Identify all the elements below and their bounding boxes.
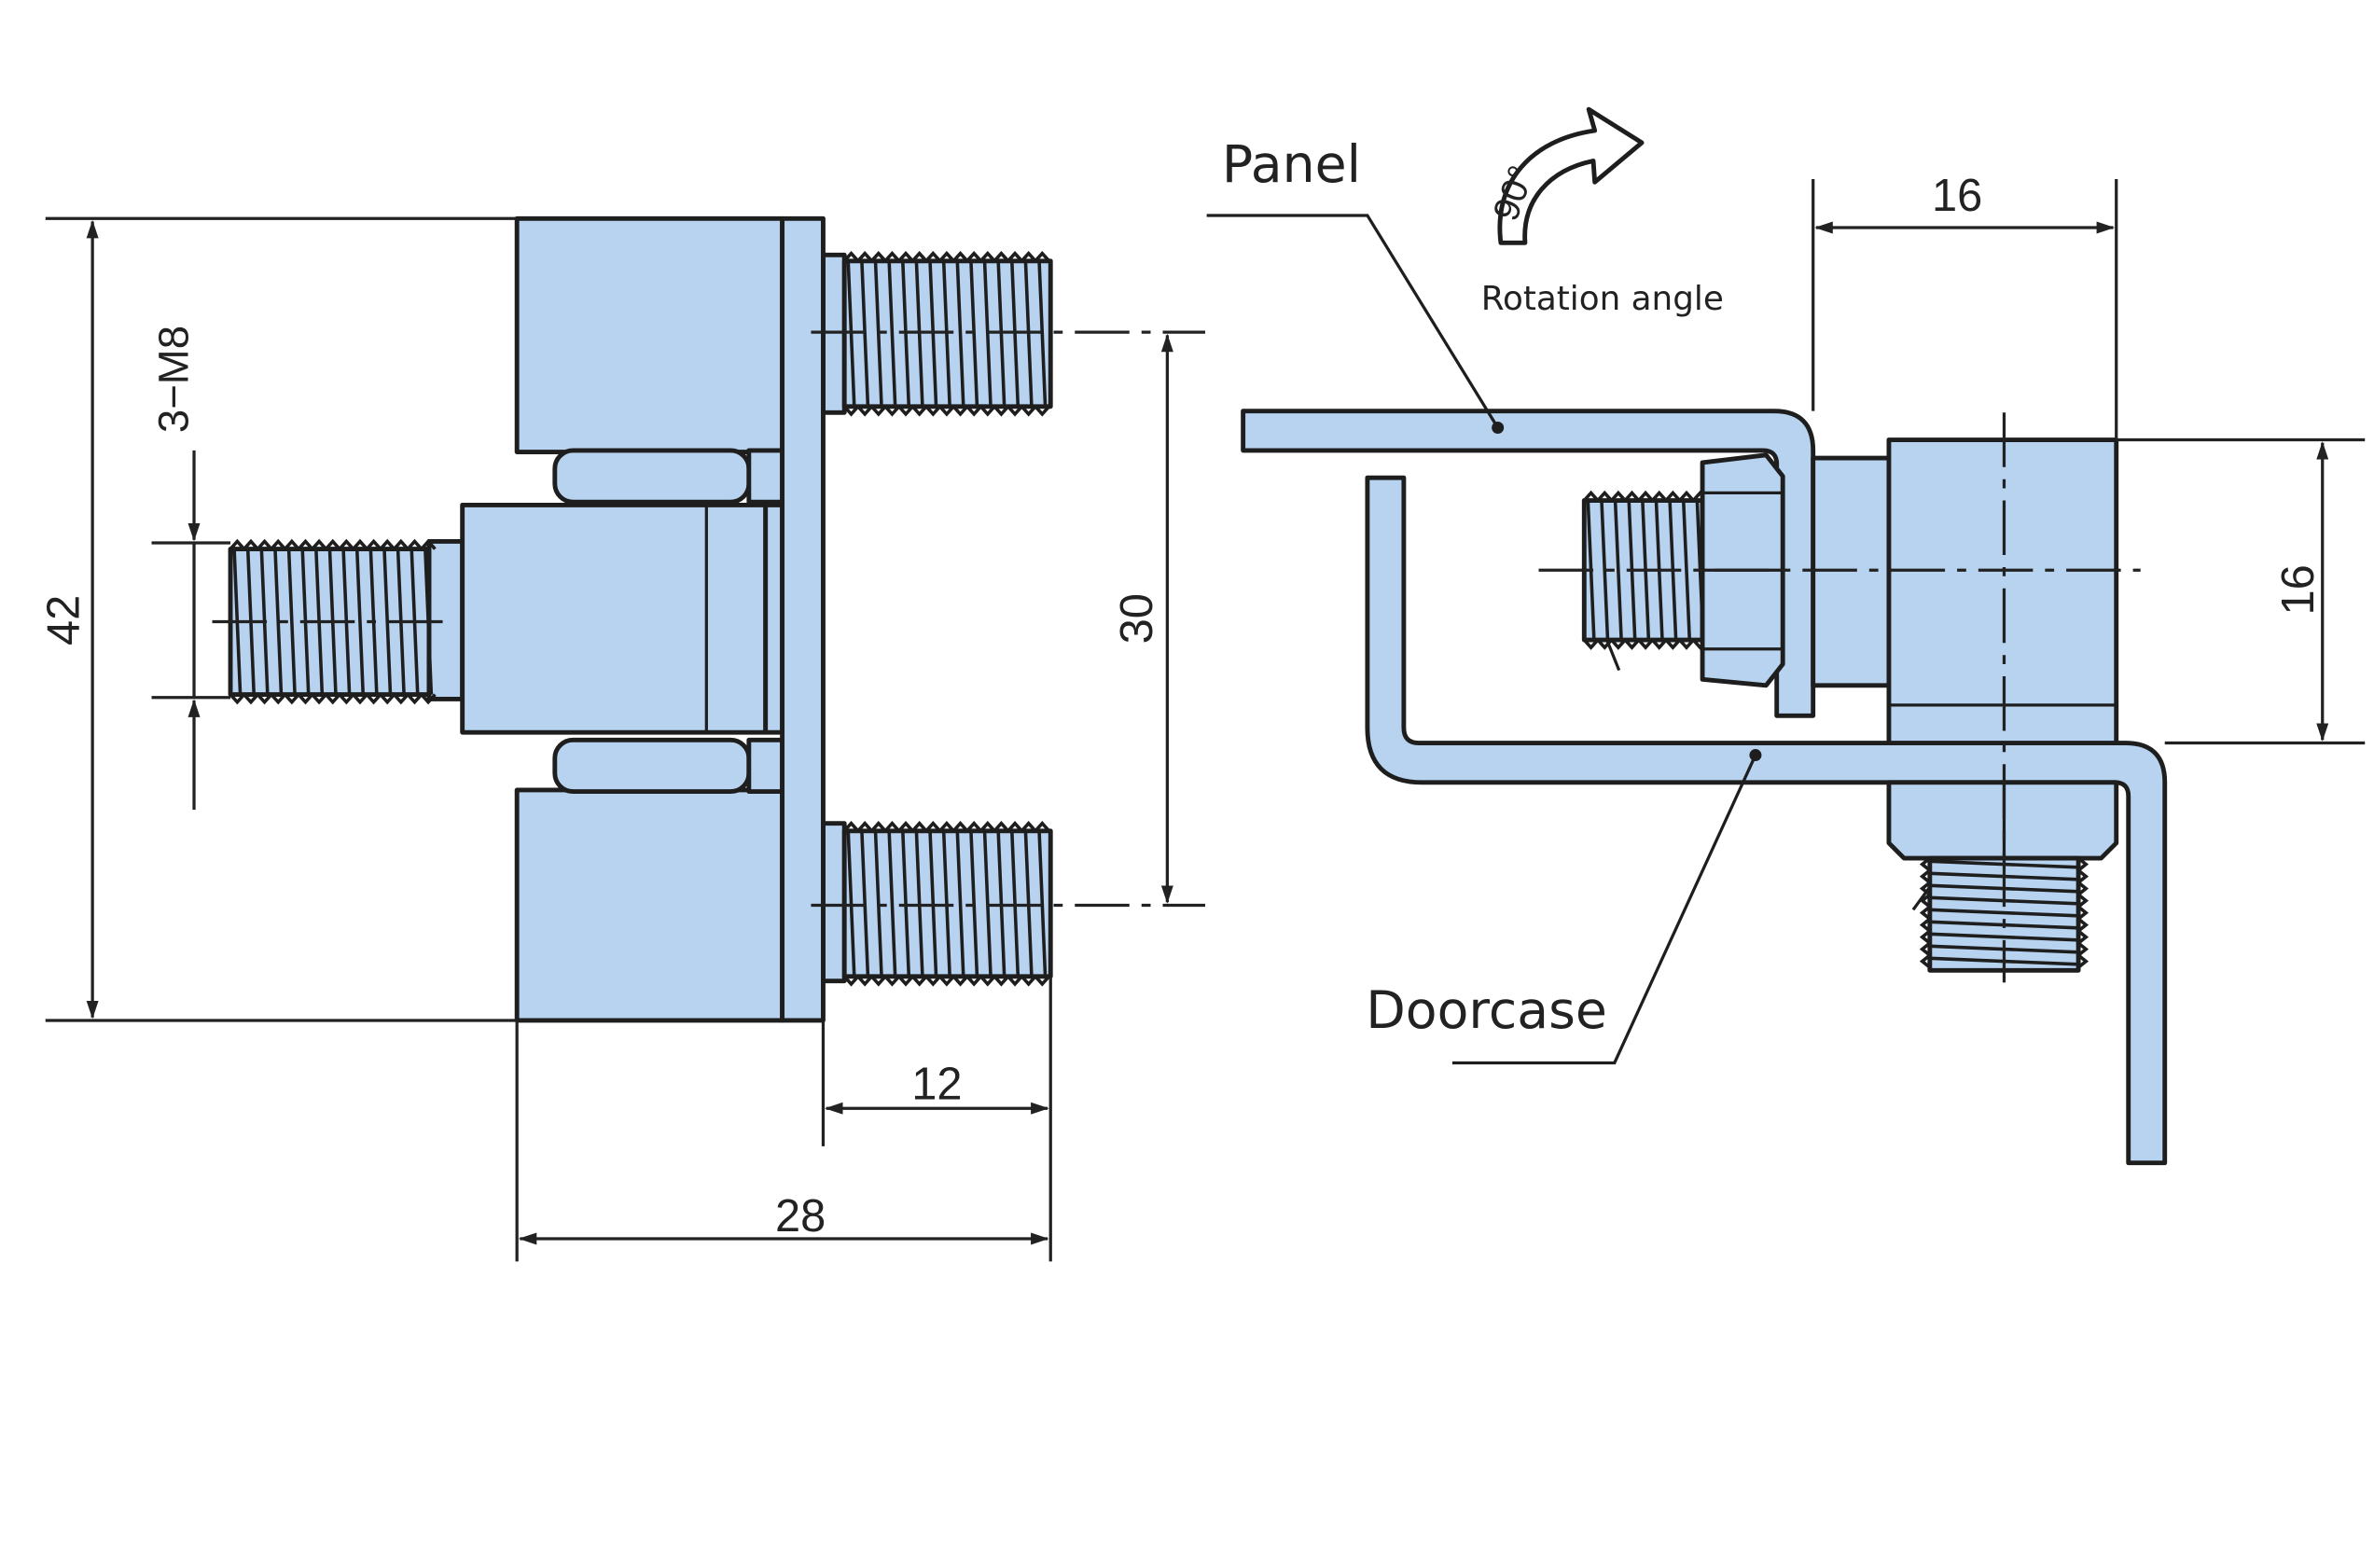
- dimension-16-right-label: 16: [2273, 564, 2324, 615]
- dimension-bolt-spacing: 30: [1112, 333, 1173, 904]
- dimension-thread-spec: 3−M8: [150, 326, 231, 811]
- panel-plate: [1241, 409, 1816, 718]
- panel-label: Panel: [1222, 135, 1361, 195]
- thread-spec-label: 3−M8: [150, 326, 198, 433]
- dimension-16-top-label: 16: [1932, 171, 1982, 221]
- dimension-height-right: 16: [2116, 437, 2366, 745]
- dimension-width-top: 16: [1812, 171, 2118, 440]
- lower-knuckle: [552, 737, 752, 795]
- doorcase-plate: [1365, 475, 2168, 1166]
- rotation-value-label: 90°: [1486, 160, 1543, 226]
- upper-block: [514, 215, 785, 454]
- lower-block: [514, 787, 785, 1023]
- dimension-height-overall: 42: [39, 216, 518, 1022]
- rotation-angle-label: Rotation angle: [1481, 280, 1724, 318]
- dimension-depth-overall: 28: [515, 1020, 1049, 1262]
- doorcase-label: Doorcase: [1366, 981, 1607, 1041]
- dimension-42-label: 42: [39, 595, 90, 645]
- front-view: 42 3−M8 30 12 28: [39, 215, 1206, 1262]
- dimension-12-label: 12: [911, 1059, 962, 1109]
- base-plate: [780, 215, 826, 1023]
- dimension-30-label: 30: [1112, 593, 1162, 644]
- side-view: 16 16 Panel Doorcase 90° Rotation angle: [1206, 106, 2366, 1166]
- curved-arrow-icon: 90°: [1486, 106, 1645, 245]
- middle-block: [460, 502, 769, 735]
- dimension-28-label: 28: [775, 1191, 826, 1242]
- upper-knuckle: [552, 448, 752, 505]
- dimension-bolt-length: 12: [821, 976, 1052, 1262]
